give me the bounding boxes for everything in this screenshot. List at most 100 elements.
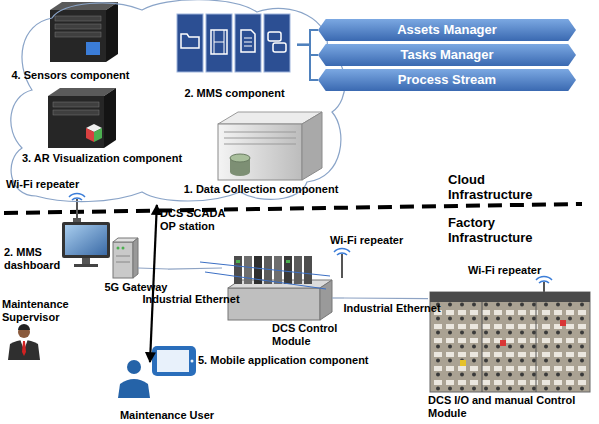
control-cabinet-icon [286, 260, 290, 263]
node-label: 5G Gateway [105, 281, 168, 294]
zone-title: Factory Infrastructure [448, 215, 548, 245]
node-label: 2. MMS dashboard [4, 246, 64, 272]
tablet-icon [152, 346, 196, 376]
wifi-antenna [334, 249, 350, 278]
monitor-icon [62, 222, 110, 267]
io-module: DCS I/O and manual Control Module [428, 288, 594, 420]
gateway-icon [117, 247, 120, 250]
database-server-icon [230, 168, 250, 176]
mms-component: 2. MMS component [172, 8, 297, 100]
control-cabinet-icon [234, 256, 242, 284]
server-icon [53, 110, 99, 115]
mms-icons [177, 14, 203, 72]
wifi-antenna [69, 194, 85, 222]
io-panel-photo [482, 302, 483, 392]
database-server-icon [224, 144, 296, 145]
gateway-icon [113, 242, 133, 278]
device-label: Wi-Fi repeater [468, 264, 558, 277]
cloud-outline [2, 0, 350, 205]
wifi-antenna [536, 277, 552, 280]
mms-icons [268, 32, 281, 41]
bracket-connector [297, 45, 318, 80]
person-actor: Maintenance User [112, 356, 222, 422]
control-cabinet-icon [284, 256, 292, 284]
io-panel-photo [430, 292, 590, 302]
supervisor-person-icon [8, 340, 40, 360]
mms-icons [273, 43, 286, 52]
server-icon [50, 10, 106, 62]
node-label: Maintenance Supervisor [2, 298, 82, 324]
control-cabinet-icon [236, 260, 240, 263]
server-icon [104, 88, 116, 148]
mms-icons [177, 14, 290, 72]
control-cabinet-icon [244, 256, 252, 284]
ethernet-link [344, 297, 428, 299]
mms-icons [235, 14, 261, 72]
gateway-icon [122, 247, 125, 250]
mms-icons [244, 38, 252, 39]
module-banner: Assets Manager [318, 19, 576, 41]
dashboard-monitor: 2. MMS dashboard [4, 222, 112, 272]
edge-label: Industrial Ethernet [343, 302, 440, 315]
mms-icons [214, 42, 224, 43]
user-person-icon [118, 360, 150, 398]
server-icon [55, 32, 101, 37]
edge-label: Industrial Ethernet [142, 292, 239, 305]
supervisor-person-icon [8, 324, 40, 360]
mms-icons [244, 42, 252, 43]
monitor-icon [65, 225, 107, 255]
node-label: DCS I/O and manual Control Module [428, 394, 594, 420]
bracket-connector [297, 45, 318, 55]
wifi-antenna [334, 249, 350, 252]
wifi-antenna [341, 254, 343, 278]
control-cabinet-icon [228, 288, 320, 320]
zone-title: Cloud Infrastructure [448, 172, 548, 202]
user-person-icon [127, 360, 141, 374]
gateway-icon [138, 268, 168, 269]
io-panel-photo [430, 292, 590, 392]
wifi-antenna [72, 198, 82, 200]
control-module: DCS Control Module [222, 248, 344, 348]
gateway-icon [116, 262, 130, 263]
server-icon [86, 42, 100, 55]
control-cabinet-icon [205, 272, 326, 289]
database-server-icon [230, 154, 250, 162]
mms-icons [264, 14, 290, 72]
tablet-icon [152, 346, 196, 376]
node-label: Maintenance User [120, 409, 214, 422]
node-label: 4. Sensors component [12, 69, 130, 82]
node-label: 1. Data Collection component [184, 183, 339, 196]
control-cabinet-icon [294, 256, 302, 284]
mobile-device: 5. Mobile application component [150, 343, 384, 377]
gateway-icon [133, 238, 138, 278]
supervisor-person-icon [22, 341, 26, 356]
wifi-antenna [73, 218, 81, 222]
supervisor-person-icon [18, 324, 30, 330]
node-label: 3. AR Visualization component [22, 152, 182, 165]
mms-icons [211, 30, 227, 54]
wifi-antenna [337, 253, 347, 255]
server-icon [106, 2, 118, 62]
server-icon [94, 128, 102, 142]
server-icon [86, 128, 94, 142]
gateway-icon [113, 238, 168, 278]
tablet-icon [191, 360, 194, 363]
wifi-antenna [69, 194, 85, 197]
control-cabinet-icon [304, 256, 312, 284]
node-label: Assets Manager [397, 22, 497, 38]
database-server-icon [302, 112, 322, 180]
node-label: Tasks Manager [401, 47, 494, 63]
bracket-connector [297, 30, 318, 45]
mms-icons [206, 14, 232, 72]
database-server-icon [218, 112, 322, 180]
module-banner: Tasks Manager [318, 44, 576, 66]
server-component: 4. Sensors component [8, 2, 133, 82]
io-panel-photo [430, 292, 590, 392]
node-label: 2. MMS component [184, 87, 284, 100]
server-icon [48, 88, 116, 148]
control-cabinet-icon [200, 256, 344, 320]
zone-separator [4, 204, 582, 213]
node-label: 5. Mobile application component [198, 354, 369, 367]
io-panel-photo [500, 340, 506, 346]
